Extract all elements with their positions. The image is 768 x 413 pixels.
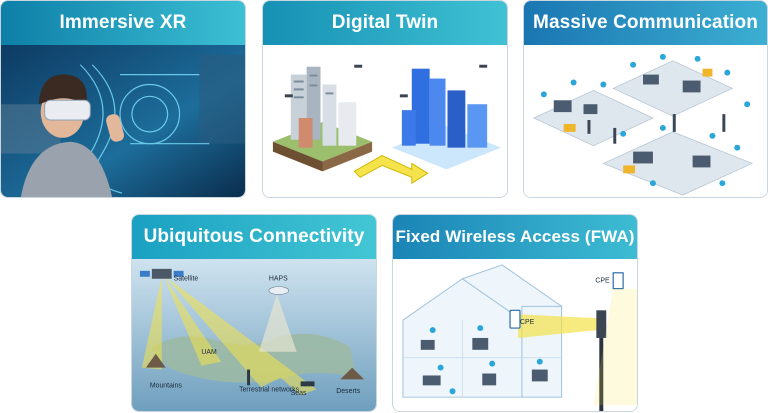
card-title: Digital Twin (331, 12, 439, 33)
card-fwa: Fixed Wireless Access (FWA) CPE (392, 214, 638, 412)
connected-device-icon (540, 53, 751, 187)
label-cpe-inside: CPE (520, 319, 535, 326)
card-header: Immersive XR (1, 1, 245, 45)
label-seas: Seas (291, 390, 307, 397)
digital-twin-illustration (263, 45, 507, 197)
label-uam: UAM (201, 349, 217, 356)
satellite-icon (139, 268, 184, 279)
satellite-beams (141, 276, 317, 396)
label-haps: HAPS (269, 276, 288, 283)
cpe-outside-icon (612, 272, 624, 290)
drone-icon (284, 64, 488, 98)
label-deserts: Deserts (336, 388, 360, 395)
card-header: Massive Communication (524, 1, 767, 45)
card-title: Fixed Wireless Access (FWA) (395, 227, 635, 246)
haps-icon (268, 286, 290, 295)
label-cpe-outside: CPE (595, 278, 610, 285)
outdoor-base-station (596, 310, 607, 411)
label-satellite: Satellite (174, 276, 199, 283)
sync-arrow (353, 154, 429, 185)
massive-communication-illustration (524, 45, 767, 197)
fwa-illustration: CPE CPE (393, 259, 637, 411)
xr-illustration (1, 45, 245, 197)
card-digital-twin: Digital Twin (262, 0, 508, 198)
card-title: Ubiquitous Connectivity (143, 226, 365, 247)
card-massive-communication: Massive Communication (523, 0, 768, 198)
card-header: Fixed Wireless Access (FWA) (393, 215, 637, 259)
person-figure (20, 74, 125, 197)
fwa-beam (517, 314, 598, 338)
card-header: Digital Twin (263, 1, 507, 45)
card-ubiquitous-connectivity: Ubiquitous Connectivity (131, 214, 377, 412)
label-terrestrial: Terrestrial networks (239, 386, 300, 393)
connected-device-icon (429, 325, 543, 395)
ubiquitous-illustration: Satellite HAPS UAM Mountains Terrestrial… (132, 259, 376, 411)
real-city-block (272, 66, 373, 172)
label-mountains: Mountains (150, 382, 182, 389)
cpe-inside-icon (509, 309, 521, 329)
card-immersive-xr: Immersive XR (0, 0, 246, 198)
virtual-city-block (391, 68, 502, 170)
card-header: Ubiquitous Connectivity (132, 215, 376, 259)
card-title: Massive Communication (533, 12, 758, 33)
card-title: Immersive XR (59, 12, 187, 33)
